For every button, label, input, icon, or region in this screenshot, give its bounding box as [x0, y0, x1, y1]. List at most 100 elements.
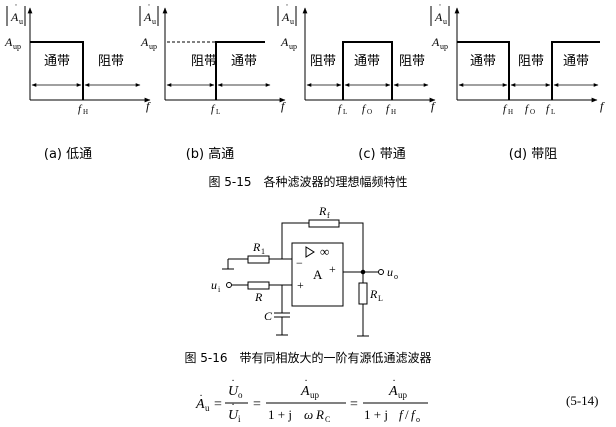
response-curve — [30, 41, 84, 100]
svg-text:H: H — [508, 108, 513, 116]
tick-label: f L — [211, 103, 220, 116]
band-label: 通带 — [470, 54, 496, 69]
svg-text:i: i — [238, 414, 241, 424]
aup-label: A up — [4, 35, 21, 51]
eq-equals: = — [253, 397, 261, 412]
tick-label: f H — [503, 103, 513, 116]
svg-text:A: A — [140, 35, 149, 49]
tick-label: f L — [546, 103, 555, 116]
svg-text:H: H — [83, 108, 88, 116]
svg-text:u: u — [290, 17, 294, 26]
aup-label: A up — [280, 35, 297, 51]
opamp-gain: ∞ — [320, 244, 329, 259]
resistor-r — [247, 281, 270, 290]
panel-bandstop: · A u A up 通带 阻带 通带 f H f O — [430, 0, 605, 162]
svg-text:A: A — [281, 10, 290, 24]
svg-text:u: u — [19, 17, 23, 26]
svg-text:o: o — [416, 415, 420, 424]
band-label: 通带 — [354, 54, 380, 69]
resistor-rl — [358, 282, 368, 305]
y-axis-label: · A u — [139, 0, 159, 26]
tick-label: f H — [386, 103, 396, 116]
equation-number: (5-14) — [566, 393, 599, 408]
svg-text:A: A — [195, 397, 205, 412]
equation-5-14: · A u = · U o · U i = · A up 1 + j ω R C… — [195, 376, 599, 424]
svg-text:R: R — [252, 240, 261, 254]
y-axis-label: · A u — [277, 0, 297, 26]
opamp-minus: − — [296, 256, 303, 270]
figure-caption: 图 5-15 各种滤波器的理想幅频特性 — [208, 174, 407, 189]
svg-text:A: A — [434, 10, 443, 24]
svg-text:i: i — [218, 285, 221, 294]
svg-text:u: u — [443, 17, 447, 26]
svg-text:·: · — [392, 376, 395, 387]
tick-label: f O — [525, 103, 535, 116]
svg-text:C: C — [325, 415, 330, 424]
y-axis-label: · A u — [430, 0, 450, 26]
band-label: 通带 — [44, 54, 70, 69]
svg-text:o: o — [238, 390, 243, 400]
band-label: 阻带 — [518, 54, 544, 69]
tick-label: f H — [78, 103, 88, 116]
eq-equals: = — [214, 397, 222, 412]
svg-text:R: R — [318, 204, 327, 218]
svg-text:up: up — [398, 390, 408, 400]
svg-text:L: L — [378, 294, 383, 303]
svg-text:u: u — [387, 265, 393, 279]
svg-text:up: up — [13, 42, 21, 51]
eq-fraction-1: · U o · U i — [225, 376, 248, 424]
svg-text:·: · — [231, 400, 234, 411]
svg-text:ω: ω — [304, 407, 313, 422]
panel-label: (d) 带阻 — [509, 147, 558, 162]
response-curve — [342, 41, 393, 100]
panel-highpass: · A u A up 阻带 通带 f L f (b) 高通 — [139, 0, 286, 162]
svg-text:A: A — [388, 384, 398, 399]
eq-fraction-3: · A up 1 + j f / f o — [363, 376, 428, 424]
x-axis-label: f — [431, 99, 436, 113]
resistor-rf — [308, 219, 340, 228]
svg-text:f: f — [399, 407, 405, 422]
svg-text:f: f — [338, 103, 343, 115]
svg-text:/: / — [405, 407, 409, 422]
svg-text:up: up — [440, 42, 448, 51]
svg-text:up: up — [289, 42, 297, 51]
svg-text:A: A — [4, 35, 13, 49]
svg-text:A: A — [10, 10, 19, 24]
aup-label: A up — [140, 35, 157, 51]
input-terminal — [226, 282, 232, 288]
svg-text:f: f — [211, 103, 216, 115]
svg-text:H: H — [391, 108, 396, 116]
tick-label: f O — [362, 103, 372, 116]
svg-text:A: A — [280, 35, 289, 49]
eq-lhs: · A u — [195, 391, 210, 413]
panel-label: (c) 带通 — [358, 147, 405, 162]
figure-caption: 图 5-16 带有同相放大的一阶有源低通滤波器 — [184, 350, 431, 365]
svg-text:f: f — [525, 103, 530, 115]
y-axis-label: · A u — [6, 0, 26, 26]
x-axis-label: f — [600, 99, 605, 113]
svg-text:f: f — [327, 211, 330, 220]
band-label: 阻带 — [310, 54, 336, 69]
band-label: 阻带 — [191, 54, 217, 69]
band-label: 阻带 — [399, 54, 425, 69]
eq-fraction-2: · A up 1 + j ω R C — [266, 376, 346, 424]
response-curve — [215, 41, 265, 100]
svg-text:L: L — [551, 108, 555, 116]
band-label: 阻带 — [98, 54, 124, 69]
svg-text:1: 1 — [261, 247, 265, 256]
band-label: 通带 — [563, 54, 589, 69]
svg-text:U: U — [228, 384, 239, 399]
svg-text:f: f — [411, 407, 417, 422]
svg-text:O: O — [530, 108, 535, 116]
opamp-triangle-icon — [305, 246, 315, 258]
svg-text:u: u — [211, 278, 217, 292]
label-c: C — [264, 309, 273, 323]
svg-text:L: L — [343, 108, 347, 116]
output-terminal — [378, 269, 384, 275]
svg-text:·: · — [199, 391, 202, 402]
panel-lowpass: · A u A up 通带 阻带 f H f (a) 低通 — [4, 0, 151, 162]
svg-text:·: · — [231, 376, 234, 387]
svg-text:u: u — [205, 403, 210, 413]
response-curve — [457, 41, 510, 100]
opamp-output-plus: + — [329, 262, 336, 276]
